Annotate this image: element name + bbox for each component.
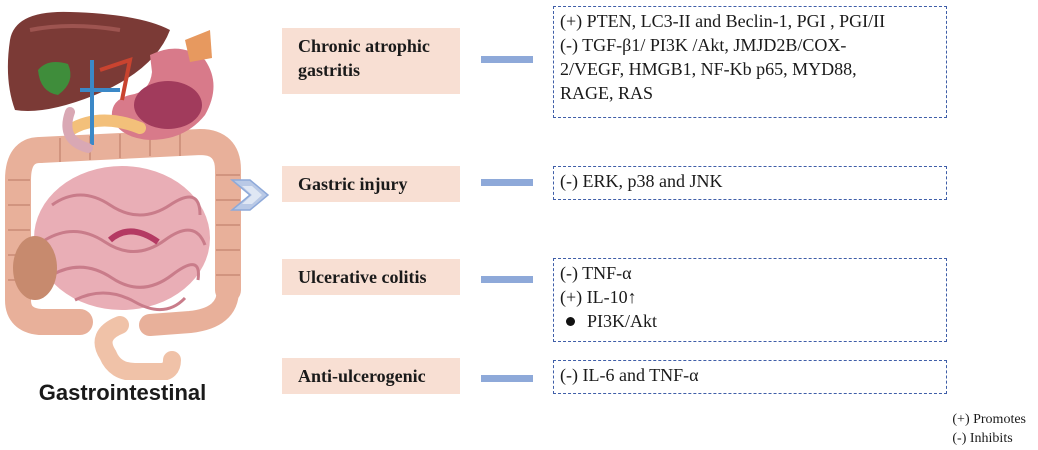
connector-bar	[481, 375, 533, 382]
effects-box-anti-ulcerogenic: (-) IL-6 and TNF-α	[553, 360, 947, 394]
condition-label-line: Gastric injury	[298, 174, 408, 194]
bullet-dot-icon	[566, 317, 575, 326]
effect-line: (-) ERK, p38 and JNK	[560, 171, 723, 191]
legend: (+) Promotes (-) Inhibits	[952, 410, 1026, 448]
condition-label-line: Ulcerative colitis	[298, 267, 427, 287]
condition-label-line: gastritis	[298, 60, 360, 80]
effect-line: (-) TNF-α	[560, 263, 632, 283]
gastrointestinal-illustration	[4, 11, 241, 380]
effect-line: (-) IL-6 and TNF-α	[560, 365, 699, 385]
condition-label-gastric-injury: Gastric injury	[282, 166, 460, 202]
condition-label-ulcerative-colitis: Ulcerative colitis	[282, 259, 460, 295]
effect-text: PI3K/Akt	[587, 311, 658, 331]
condition-label-anti-ulcerogenic: Anti-ulcerogenic	[282, 358, 460, 394]
effect-line: 2/VEGF, HMGB1, NF-Kb p65, MYD88,	[560, 59, 857, 79]
effect-line-bulleted: PI3K/Akt	[560, 309, 938, 333]
legend-inhibits: (-) Inhibits	[952, 431, 1013, 446]
effects-box-gastric-injury: (-) ERK, p38 and JNK	[553, 166, 947, 200]
organ-title: Gastrointestinal	[38, 380, 207, 405]
connector-bar	[481, 179, 533, 186]
legend-promotes: (+) Promotes	[952, 412, 1026, 427]
effects-box-ulcerative-colitis: (-) TNF-α (+) IL-10↑ PI3K/Akt	[553, 258, 947, 342]
connector-bar	[481, 276, 533, 283]
connector-bar	[481, 56, 533, 63]
effect-line: RAGE, RAS	[560, 83, 654, 103]
effect-line: (-) TGF-β1/ PI3K /Akt, JMJD2B/COX-	[560, 35, 847, 55]
effect-line: (+) IL-10↑	[560, 287, 637, 307]
condition-label-line: Anti-ulcerogenic	[298, 366, 426, 386]
effect-line: (+) PTEN, LC3-II and Beclin-1, PGI , PGI…	[560, 11, 886, 31]
double-chevron-right-icon	[229, 179, 270, 211]
effects-box-chronic-atrophic-gastritis: (+) PTEN, LC3-II and Beclin-1, PGI , PGI…	[553, 6, 947, 118]
condition-label-line: Chronic atrophic	[298, 36, 430, 56]
condition-label-chronic-atrophic-gastritis: Chronic atrophic gastritis	[282, 28, 460, 94]
